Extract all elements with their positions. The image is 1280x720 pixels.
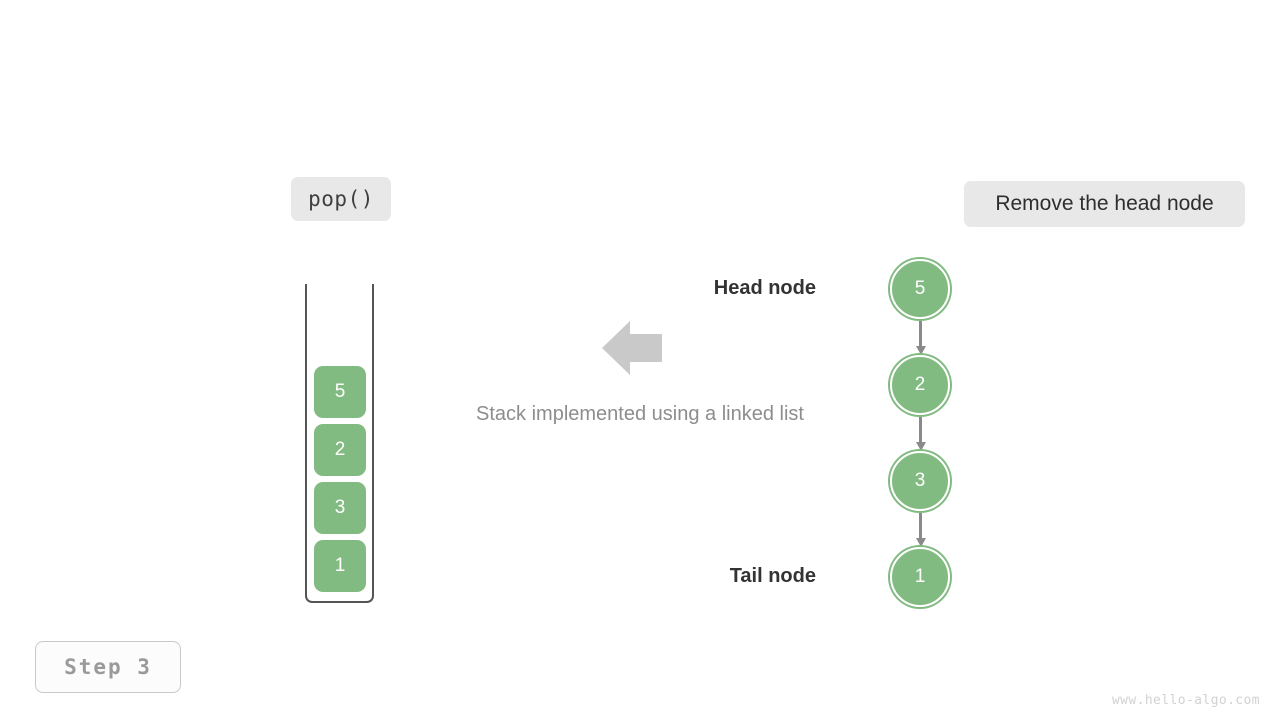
diagram-caption: Stack implemented using a linked list	[476, 403, 804, 425]
linked-list-node: 1	[890, 547, 950, 607]
action-description-label: Remove the head node	[964, 181, 1245, 227]
stack-container: 5 2 3 1	[305, 284, 374, 603]
linked-list-node: 3	[890, 451, 950, 511]
link-arrow-icon	[916, 417, 926, 451]
stack-cell: 5	[314, 366, 366, 418]
linked-list-node: 5	[890, 259, 950, 319]
watermark: www.hello-algo.com	[1111, 693, 1260, 708]
link-arrow-icon	[916, 513, 926, 547]
stack-cell: 2	[314, 424, 366, 476]
stack-walls	[305, 284, 374, 603]
stack-cell: 3	[314, 482, 366, 534]
tail-node-label: Tail node	[729, 565, 816, 587]
head-node-label: Head node	[713, 277, 816, 299]
linked-list-container: 5 2 3 1	[860, 250, 990, 620]
left-arrow-icon	[602, 321, 662, 375]
stack-cell: 1	[314, 540, 366, 592]
operation-label: pop()	[291, 177, 391, 221]
link-arrow-icon	[916, 321, 926, 355]
step-badge: Step 3	[35, 641, 181, 693]
linked-list-node: 2	[890, 355, 950, 415]
